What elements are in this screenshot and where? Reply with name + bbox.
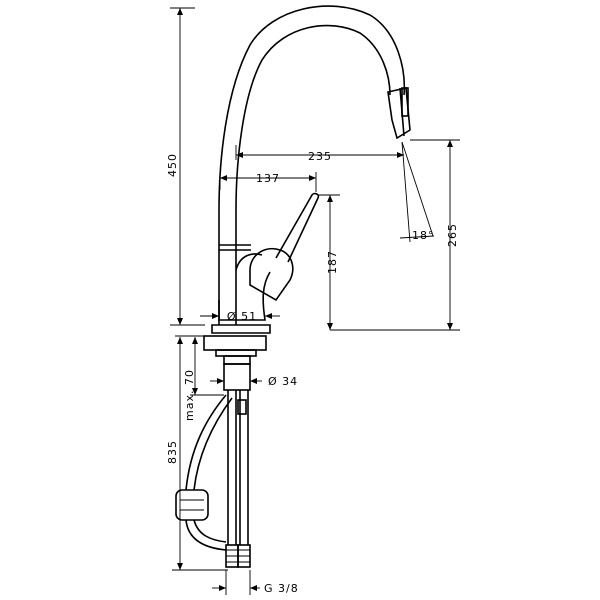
dimension-lines (170, 7, 460, 595)
faucet-body (211, 5, 411, 334)
dim-lever-reach: 137 (256, 172, 280, 185)
dim-spray-angle: 18° (412, 229, 435, 242)
dim-spout-reach: 235 (308, 150, 332, 163)
dim-hose-length: 835 (166, 440, 179, 464)
dim-spout-height: 265 (446, 223, 459, 247)
mounting-assembly (175, 335, 267, 568)
dimension-labels: 450 235 137 265 187 Ø 51 Ø 34 max. 70 83… (166, 150, 459, 595)
dim-max-deck: max. 70 (183, 369, 196, 421)
dim-height-total: 450 (166, 153, 179, 177)
dim-lever-height: 187 (326, 250, 339, 274)
dim-base-diameter: Ø 51 (227, 310, 257, 323)
dim-shank-diameter: Ø 34 (268, 375, 298, 388)
dim-thread: G 3/8 (264, 582, 299, 595)
